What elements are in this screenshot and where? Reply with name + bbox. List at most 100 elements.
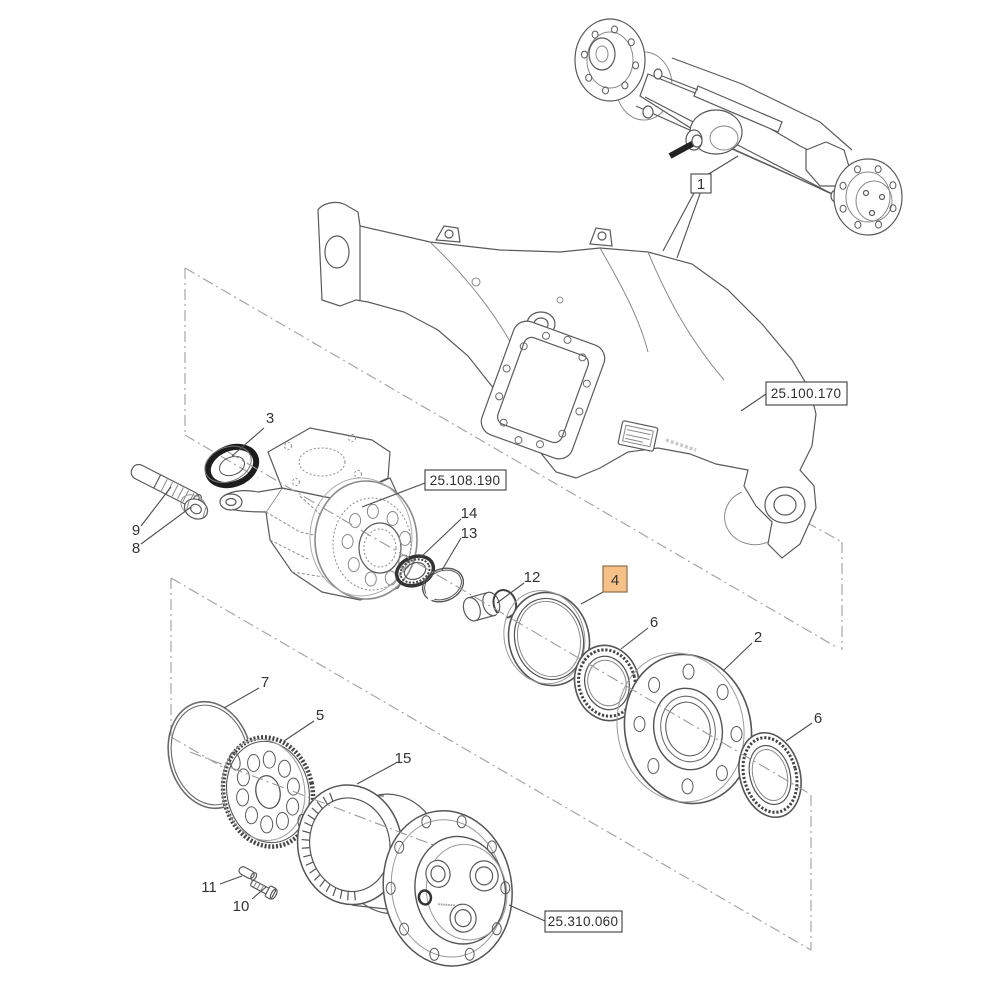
seal-lip	[204, 445, 252, 483]
wheel-stud-hole	[839, 181, 847, 190]
serial-plate-line-1	[626, 429, 651, 436]
gear-5-hole	[278, 759, 291, 778]
gear-5-rim	[225, 740, 311, 844]
hub-2-bolt-hole	[647, 758, 660, 774]
hub-2-bolt-hole	[633, 716, 646, 732]
wheel-stud-hole	[627, 38, 635, 47]
leader-line	[662, 190, 696, 252]
callout-6b[interactable]: 6	[814, 710, 822, 727]
axle-assembly-overview	[574, 18, 903, 236]
callout-13[interactable]: 13	[461, 525, 478, 542]
callout-3[interactable]: 3	[266, 410, 274, 427]
hub-2-bolt-holes	[633, 663, 743, 795]
axle-housing	[317, 201, 817, 559]
right-hub-flange	[833, 158, 903, 236]
hub-bolt-hole	[385, 881, 396, 895]
callout-7[interactable]: 7	[261, 674, 269, 691]
serial-plate-outer	[617, 420, 659, 452]
diff-face-outer	[480, 320, 606, 460]
callout-4[interactable]: 4	[611, 572, 619, 589]
ring-4-outer	[507, 591, 591, 687]
oil-level-marking	[438, 903, 455, 907]
knuckle-stud-hole	[364, 571, 377, 587]
bolt-10-thread-1	[253, 881, 258, 888]
rod-clevis	[653, 68, 663, 80]
callout-9[interactable]: 9	[132, 522, 140, 539]
callout-6a[interactable]: 6	[650, 614, 658, 631]
hub-drum-face	[425, 843, 508, 941]
knuckle-stud-holes	[341, 503, 411, 587]
ring-4-rim	[503, 590, 586, 685]
callout-1[interactable]: 1	[697, 176, 705, 193]
wheel-stud-hole	[602, 86, 609, 95]
beam-upper-edge	[671, 57, 853, 151]
spline-tooth	[307, 814, 316, 821]
left-hub-cap	[588, 37, 616, 71]
bushing-front	[462, 596, 481, 622]
nut-8	[180, 494, 209, 520]
hub-2-bolt-hole	[715, 765, 728, 782]
spline-tooth	[303, 854, 312, 858]
left-hub-studs	[580, 25, 640, 95]
diff-face-bolt-holes	[495, 331, 591, 449]
ring-13-inner	[424, 569, 462, 601]
callout-4-highlight-box[interactable]	[602, 565, 628, 593]
serial-plate-inner	[622, 424, 654, 448]
wheel-stud-hole	[854, 165, 861, 174]
callout-1-box[interactable]	[690, 173, 712, 194]
beam-crease-3	[599, 247, 649, 353]
callout-8[interactable]: 8	[132, 540, 140, 557]
ref-knuckle-label[interactable]: 25.108.190	[430, 473, 501, 488]
diff-bolt-hole	[563, 335, 572, 344]
knuckle-stud-hole	[399, 531, 411, 546]
planetary-port-2-bore	[878, 193, 886, 201]
diff-bolt-hole	[578, 353, 587, 362]
spline-tooth	[316, 801, 323, 810]
left-kingpin-bore	[324, 235, 350, 269]
spline-tooth	[339, 890, 343, 899]
bearing-6a-rollers	[577, 648, 637, 718]
bearing-14-rollers	[399, 558, 431, 584]
wheel-stud-hole	[591, 30, 599, 39]
left-hub-flange	[574, 18, 646, 102]
leader-line	[283, 720, 315, 742]
leader-line	[620, 627, 649, 650]
callout-14[interactable]: 14	[461, 505, 478, 522]
steering-knuckle	[219, 427, 418, 601]
upper-axis-centerline	[227, 451, 811, 795]
lower-group-top-diagonal	[170, 577, 812, 951]
callout-5[interactable]: 5	[316, 707, 324, 724]
differential-cover	[709, 125, 739, 151]
plate-hole-2	[348, 434, 356, 442]
callout-12[interactable]: 12	[524, 569, 541, 586]
ring-15-bore	[308, 797, 391, 893]
ref-housing-label[interactable]: 25.100.170	[771, 386, 842, 401]
ref-box-hub[interactable]	[544, 910, 623, 933]
callout-10[interactable]: 10	[233, 898, 250, 915]
callout-2[interactable]: 2	[754, 629, 762, 646]
leader-line	[140, 506, 192, 545]
leader-line	[223, 687, 260, 709]
left-hub-cap-bore	[595, 45, 609, 63]
spline-tooth	[353, 891, 356, 901]
leader-line	[420, 518, 462, 558]
cast-marking	[665, 438, 697, 452]
callout-11[interactable]: 11	[201, 879, 217, 896]
ref-box-housing[interactable]	[765, 381, 848, 406]
leader-line	[722, 642, 753, 672]
hub-2-ring-2	[660, 695, 716, 763]
callout-15[interactable]: 15	[395, 750, 412, 767]
knuckle-stud-hole	[366, 503, 379, 519]
leader-line	[706, 155, 739, 176]
knuckle-hidden-2	[269, 539, 311, 561]
leader-line	[441, 537, 462, 571]
oil-plug	[417, 889, 433, 906]
ref-box-knuckle[interactable]	[424, 469, 507, 491]
spline-tooth	[347, 891, 349, 901]
leader-line	[231, 427, 265, 457]
gear-5-bore	[255, 775, 281, 809]
wheel-stud-hole	[580, 50, 588, 59]
ref-hub-label[interactable]: 25.310.060	[548, 914, 619, 929]
gear-5-lightening-holes	[236, 750, 300, 834]
hub-2-bore	[665, 701, 711, 757]
